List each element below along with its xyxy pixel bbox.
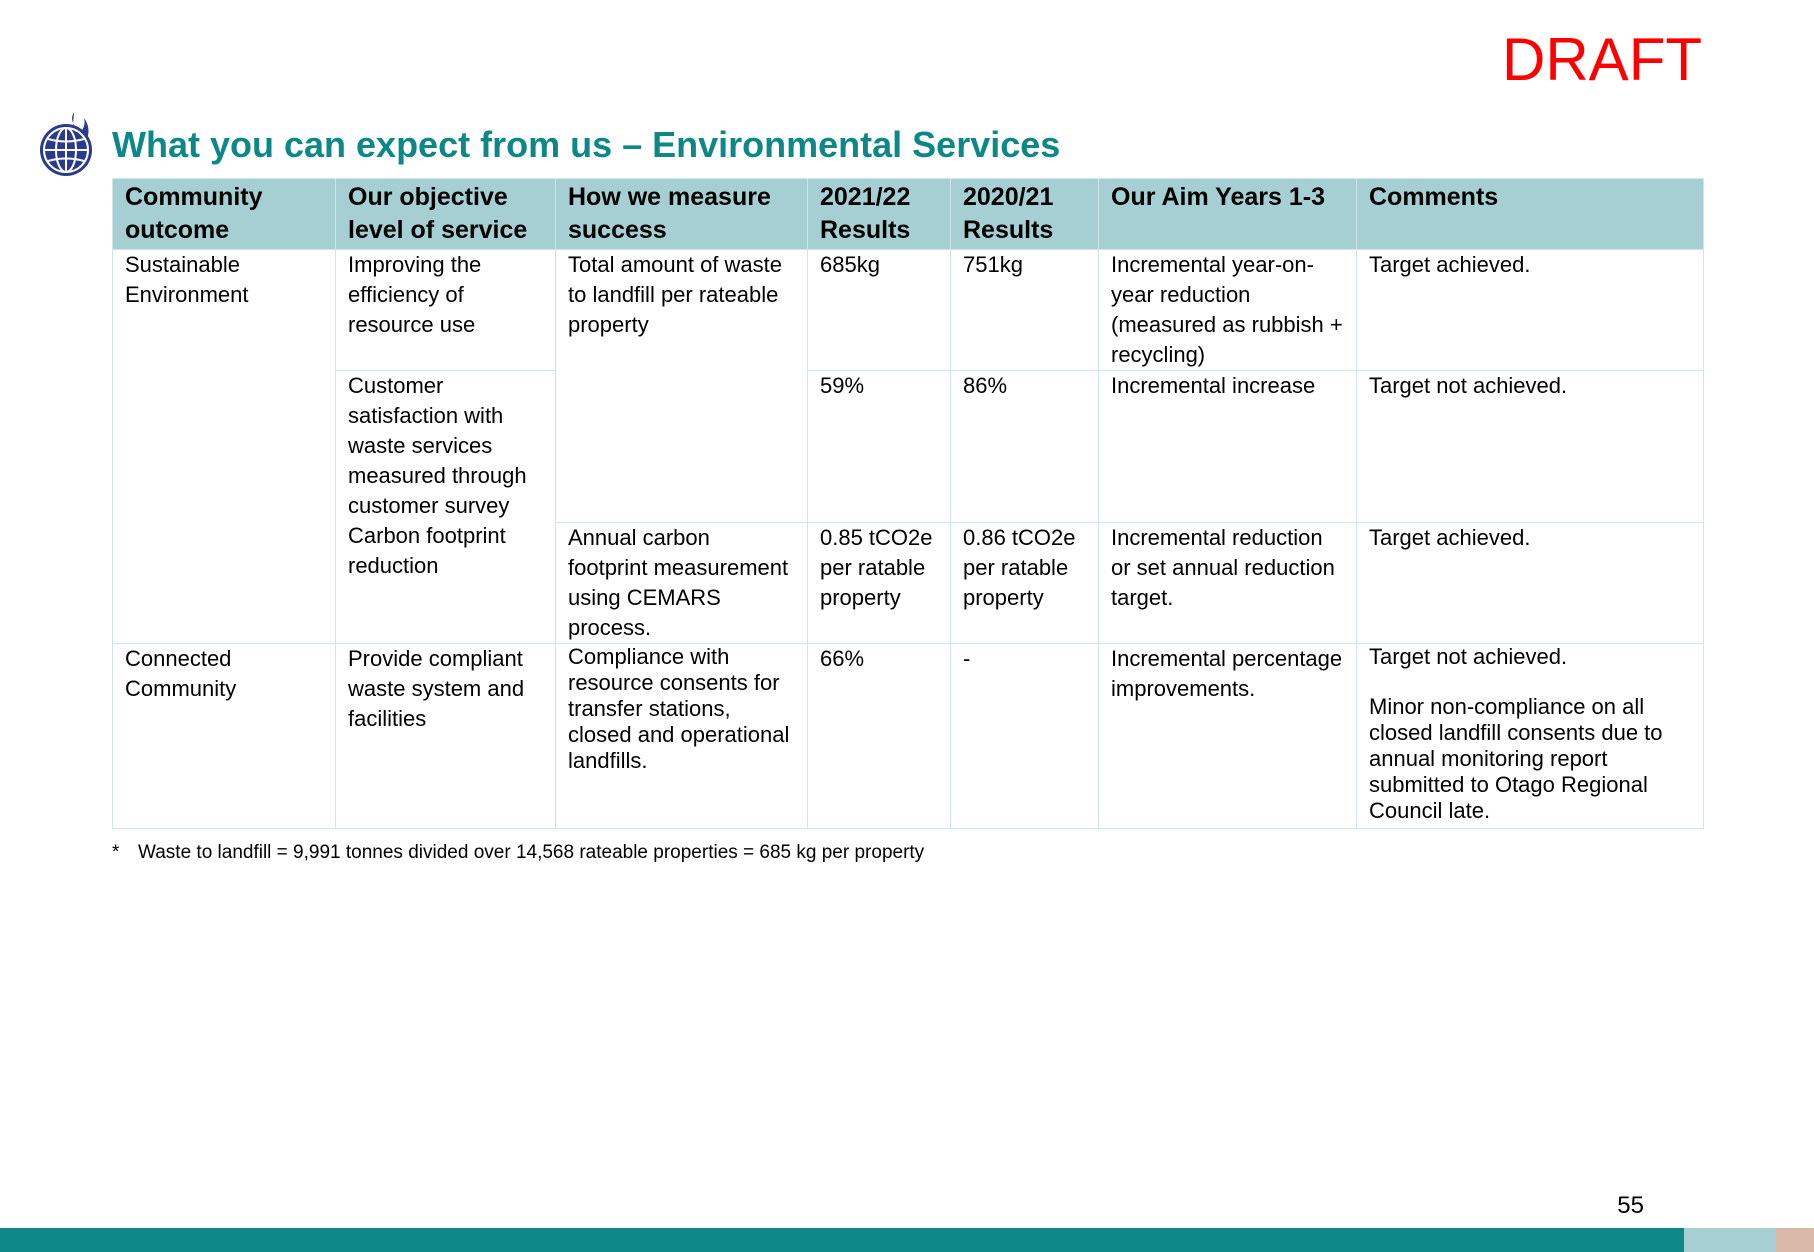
performance-table: Community outcome Our objective level of…	[112, 178, 1704, 829]
cell-objective: Customer satisfaction with waste service…	[335, 370, 556, 644]
table-row: Customer satisfaction with waste service…	[113, 370, 1704, 644]
section-icon-wrapper	[38, 108, 98, 180]
cell-result-2021-22: 685kg	[807, 249, 951, 371]
cell-measure: Total amount of waste to landfill per ra…	[555, 249, 808, 523]
cell-measure: Compliance with resource consents for tr…	[555, 643, 808, 829]
cell-result-2021-22: 59%	[807, 370, 951, 523]
footer-bar	[0, 1228, 1814, 1252]
cell-result-2021-22: 66%	[807, 643, 951, 829]
cell-outcome: Connected Community	[112, 643, 336, 829]
table-row: Connected Community Provide compliant wa…	[112, 643, 1704, 829]
cell-objective: Improving the efficiency of resource use	[335, 249, 556, 371]
footer-bar-tan	[1776, 1228, 1814, 1252]
col-header-2021-22-results: 2021/22 Results	[807, 178, 951, 250]
globe-flame-icon	[40, 112, 92, 176]
cell-result-2020-21: 751kg	[950, 249, 1099, 371]
cell-aim: Incremental reduction or set annual redu…	[1098, 522, 1357, 644]
cell-comment: Target not achieved. Minor non-complianc…	[1356, 643, 1704, 829]
cell-objective: Provide compliant waste system and facil…	[335, 643, 556, 829]
page-title: What you can expect from us – Environmen…	[112, 124, 1061, 165]
table-row: Sustainable Environment Improving the ef…	[112, 249, 1704, 644]
col-header-2020-21-results: 2020/21 Results	[950, 178, 1099, 250]
table-header-row: Community outcome Our objective level of…	[112, 178, 1704, 250]
footnote-text: Waste to landfill = 9,991 tonnes divided…	[138, 842, 925, 863]
cell-measure: Annual carbon footprint measurement usin…	[555, 522, 808, 644]
cell-comment: Target achieved.	[1356, 249, 1704, 371]
col-header-objective: Our objective level of service	[335, 178, 556, 250]
cell-result-2020-21: -	[950, 643, 1099, 829]
cell-aim: Incremental year-on-year reduction (meas…	[1098, 249, 1357, 371]
comment-text: Target not achieved.	[1369, 644, 1568, 669]
table-row: Annual carbon footprint measurement usin…	[113, 522, 1704, 644]
col-header-measure: How we measure success	[555, 178, 808, 250]
page-number: 55	[1617, 1192, 1644, 1219]
col-header-community-outcome: Community outcome	[112, 178, 336, 250]
cell-comment: Target achieved.	[1356, 522, 1704, 644]
cell-aim: Incremental increase	[1098, 370, 1357, 523]
footnote: * Waste to landfill = 9,991 tonnes divide…	[112, 842, 924, 864]
col-header-comments: Comments	[1356, 178, 1704, 250]
cell-comment: Target not achieved.	[1356, 370, 1704, 523]
footer-bar-teal	[0, 1228, 1684, 1252]
col-header-aim: Our Aim Years 1-3	[1098, 178, 1357, 250]
cell-result-2020-21: 86%	[950, 370, 1099, 523]
objective-text: Customer satisfaction with waste service…	[348, 373, 527, 518]
cell-outcome: Sustainable Environment	[112, 249, 336, 644]
objective-text: Carbon footprint reduction	[348, 523, 506, 578]
footer-bar-light	[1684, 1228, 1776, 1252]
comment-detail: Minor non-compliance on all closed landf…	[1369, 694, 1663, 823]
cell-result-2021-22: 0.85 tCO2e per ratable property	[807, 522, 951, 644]
draft-stamp: DRAFT	[1502, 26, 1702, 93]
footnote-marker: *	[112, 842, 120, 863]
cell-aim: Incremental percentage improvements.	[1098, 643, 1357, 829]
cell-result-2020-21: 0.86 tCO2e per ratable property	[950, 522, 1099, 644]
